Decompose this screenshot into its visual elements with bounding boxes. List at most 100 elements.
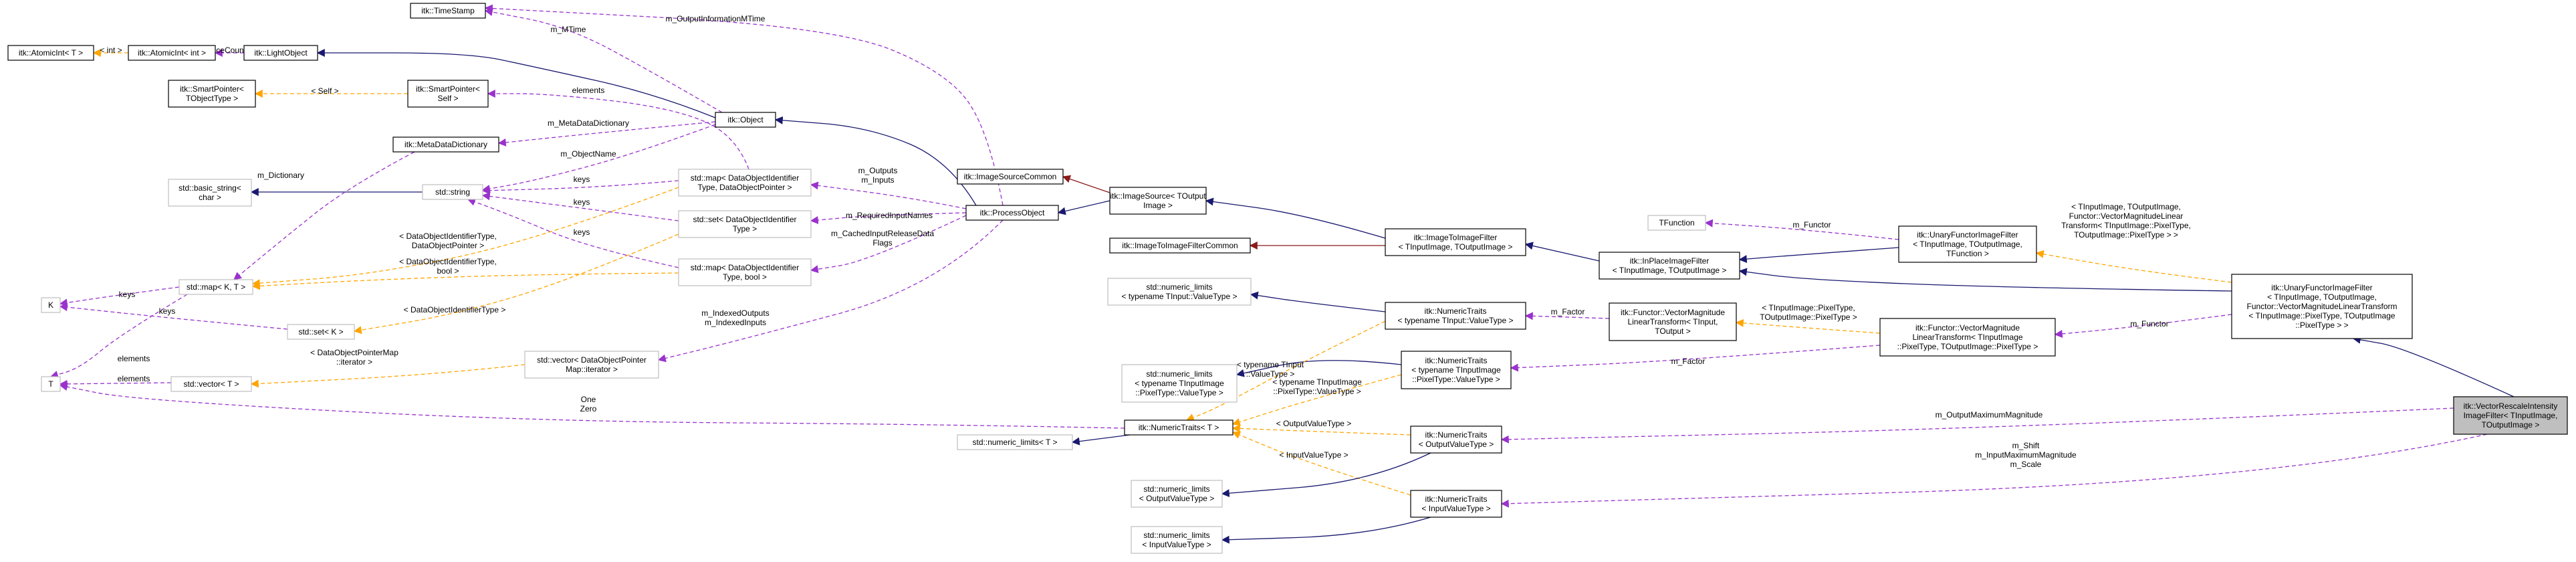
node-box bbox=[1131, 526, 1223, 554]
node-box bbox=[1410, 490, 1502, 518]
node-focus[interactable]: itk::VectorRescaleIntensityImageFilter< … bbox=[2453, 396, 2568, 435]
node-label: LinearTransform< TInputImage bbox=[1912, 333, 2022, 342]
node-inPlace[interactable]: itk::InPlaceImageFilter< TInputImage, TO… bbox=[1599, 252, 1740, 280]
node-numTraitsOut[interactable]: itk::NumericTraits< OutputValueType > bbox=[1410, 426, 1502, 454]
node-numTraitsT[interactable]: itk::NumericTraits< T > bbox=[1124, 419, 1234, 436]
node-mapDOIBool[interactable]: std::map< DataObjectIdentifierType, bool… bbox=[678, 258, 812, 286]
edge-label: keys bbox=[574, 175, 590, 184]
edge-functorSpecial-to-functorGeneric: < TInputImage::PixelType,TOutputImage::P… bbox=[1735, 303, 1881, 334]
edge-functorGeneric-to-numTraitsTInput: m_Factor bbox=[1524, 307, 1610, 320]
node-label: std::numeric_limits< T > bbox=[973, 438, 1058, 447]
edge-vectorT-to-T: elements bbox=[59, 374, 172, 388]
node-atomicInt[interactable]: itk::AtomicInt< int > bbox=[128, 45, 216, 61]
edge-mapDOIPtr-to-smartPtrSelf: elements bbox=[487, 86, 749, 170]
edge-line bbox=[1524, 242, 1600, 262]
node-numLimitsOut[interactable]: std::numeric_limits< OutputValueType > bbox=[1131, 480, 1223, 508]
edge-line bbox=[59, 379, 172, 388]
node-unarySpecial[interactable]: itk::UnaryFunctorImageFilter< TInputImag… bbox=[2231, 274, 2413, 339]
edge-label: < TInputImage, TOutputImage, bbox=[2071, 202, 2181, 211]
node-setK[interactable]: std::set< K > bbox=[287, 324, 355, 340]
edge-metaDataDict-to-mapKT: m_Dictionary bbox=[233, 151, 415, 280]
node-label: std::numeric_limits bbox=[1143, 531, 1209, 540]
node-label: itk::Object bbox=[727, 115, 764, 124]
node-vectorDOPIt[interactable]: std::vector< DataObjectPointerMap::itera… bbox=[524, 351, 659, 379]
edge-focus-to-unarySpecial bbox=[2352, 335, 2514, 397]
node-timeStamp[interactable]: itk::TimeStamp bbox=[410, 3, 486, 19]
node-label: itk::NumericTraits bbox=[1425, 356, 1488, 365]
node-functorSpecial[interactable]: itk::Functor::VectorMagnitudeLinearTrans… bbox=[1879, 318, 2056, 357]
node-numTraitsTInput[interactable]: itk::NumericTraits< typename TInput::Val… bbox=[1385, 302, 1526, 330]
edge-label: keys bbox=[574, 227, 590, 237]
edge-label: keys bbox=[574, 197, 590, 207]
edge-line bbox=[484, 4, 1004, 206]
edge-line bbox=[1738, 247, 1899, 264]
node-vectorT[interactable]: std::vector< T > bbox=[170, 376, 252, 392]
node-label: std::map< K, T > bbox=[187, 282, 245, 292]
node-img2img[interactable]: itk::ImageToImageFilter< TInputImage, TO… bbox=[1385, 228, 1526, 256]
node-smartPtrSelf[interactable]: itk::SmartPointer<Self > bbox=[407, 80, 489, 108]
node-numLimitsIn[interactable]: std::numeric_limits< InputValueType > bbox=[1131, 526, 1223, 554]
node-label: TFunction > bbox=[1946, 249, 1989, 258]
edge-label: m_ObjectName bbox=[560, 149, 616, 159]
node-numTraitsIn[interactable]: itk::NumericTraits< InputValueType > bbox=[1410, 490, 1502, 518]
node-label: T bbox=[48, 379, 53, 389]
edge-line bbox=[810, 212, 967, 224]
edge-mapDOIPtr-to-mapKT: < DataObjectIdentifierType,DataObjectPoi… bbox=[251, 187, 679, 288]
node-numLimitsTInput[interactable]: std::numeric_limits< typename TInput::Va… bbox=[1107, 278, 1252, 306]
edge-line bbox=[1738, 268, 2232, 292]
edge-line bbox=[59, 303, 288, 330]
node-label: ImageFilter< TInputImage, bbox=[2464, 411, 2558, 420]
node-object[interactable]: itk::Object bbox=[715, 112, 776, 128]
edge-numTraitsOut-to-numLimitsOut bbox=[1221, 452, 1431, 498]
node-label: < InputValueType > bbox=[1142, 540, 1211, 549]
node-label: itk::VectorRescaleIntensity bbox=[2464, 401, 2558, 411]
edge-numTraitsPixel-to-numTraitsT: < typename TInputImage::PixelType::Value… bbox=[1232, 374, 1402, 426]
node-setDOI[interactable]: std::set< DataObjectIdentifierType > bbox=[678, 210, 812, 238]
node-box bbox=[678, 258, 812, 286]
edge-label: m_Inputs bbox=[861, 175, 894, 185]
edge-line bbox=[1205, 197, 1386, 239]
node-mapKT[interactable]: std::map< K, T > bbox=[179, 279, 253, 295]
node-label: ::PixelType::ValueType > bbox=[1135, 388, 1223, 397]
node-basicString[interactable]: std::basic_string<char > bbox=[168, 179, 252, 207]
node-label: itk::UnaryFunctorImageFilter bbox=[2271, 283, 2372, 292]
node-box bbox=[524, 351, 659, 379]
edge-line bbox=[1524, 312, 1610, 320]
node-imgSrcCommon[interactable]: itk::ImageSourceCommon bbox=[957, 169, 1064, 185]
node-label: itk::Functor::VectorMagnitude bbox=[1621, 308, 1725, 317]
edge-label: One bbox=[581, 395, 596, 404]
edge-line bbox=[481, 192, 679, 221]
node-lightObject[interactable]: itk::LightObject bbox=[243, 45, 318, 61]
node-label: itk::LightObject bbox=[254, 48, 308, 58]
edge-line bbox=[251, 187, 679, 288]
node-functorGeneric[interactable]: itk::Functor::VectorMagnitudeLinearTrans… bbox=[1609, 302, 1737, 341]
node-T[interactable]: T bbox=[41, 376, 61, 392]
node-numLimitsT[interactable]: std::numeric_limits< T > bbox=[957, 434, 1073, 450]
edge-atomicInt-to-atomicT: < int > bbox=[92, 45, 128, 57]
node-box bbox=[1121, 364, 1238, 403]
node-numLimitsPixel[interactable]: std::numeric_limits< typename TInputImag… bbox=[1121, 364, 1238, 403]
edge-label: TOutputImage::PixelType > > bbox=[2074, 230, 2178, 240]
node-metaDataDict[interactable]: itk::MetaDataDictionary bbox=[392, 136, 499, 153]
node-unaryGeneric[interactable]: itk::UnaryFunctorImageFilter< TInputImag… bbox=[1898, 225, 2037, 263]
node-box bbox=[168, 179, 252, 207]
node-smartPtrT[interactable]: itk::SmartPointer<TObjectType > bbox=[168, 80, 256, 108]
node-img2imgCommon[interactable]: itk::ImageToImageFilterCommon bbox=[1109, 238, 1251, 254]
edge-imageSource-to-processObject bbox=[1057, 200, 1110, 215]
node-imageSource[interactable]: itk::ImageSource< TOutputImage > bbox=[1109, 187, 1207, 215]
node-label: std::numeric_limits bbox=[1143, 484, 1209, 494]
node-atomicT[interactable]: itk::AtomicInt< T > bbox=[7, 45, 94, 61]
node-K[interactable]: K bbox=[41, 297, 61, 313]
node-label: < TInputImage, TOutputImage > bbox=[1613, 266, 1727, 275]
edge-numTraitsIn-to-numLimitsIn bbox=[1221, 517, 1431, 544]
edge-line bbox=[1071, 434, 1131, 446]
node-tfunction[interactable]: TFunction bbox=[1647, 215, 1706, 231]
node-stdString[interactable]: std::string bbox=[422, 184, 483, 200]
node-processObject[interactable]: itk::ProcessObject bbox=[965, 205, 1059, 221]
node-box bbox=[957, 434, 1073, 450]
edge-mapDOIBool-to-mapKT: < DataObjectIdentifierType,bool > bbox=[251, 257, 679, 290]
node-mapDOIPtr[interactable]: std::map< DataObjectIdentifierType, Data… bbox=[678, 169, 812, 197]
node-numTraitsPixel[interactable]: itk::NumericTraits< typename TInputImage… bbox=[1401, 351, 1512, 389]
